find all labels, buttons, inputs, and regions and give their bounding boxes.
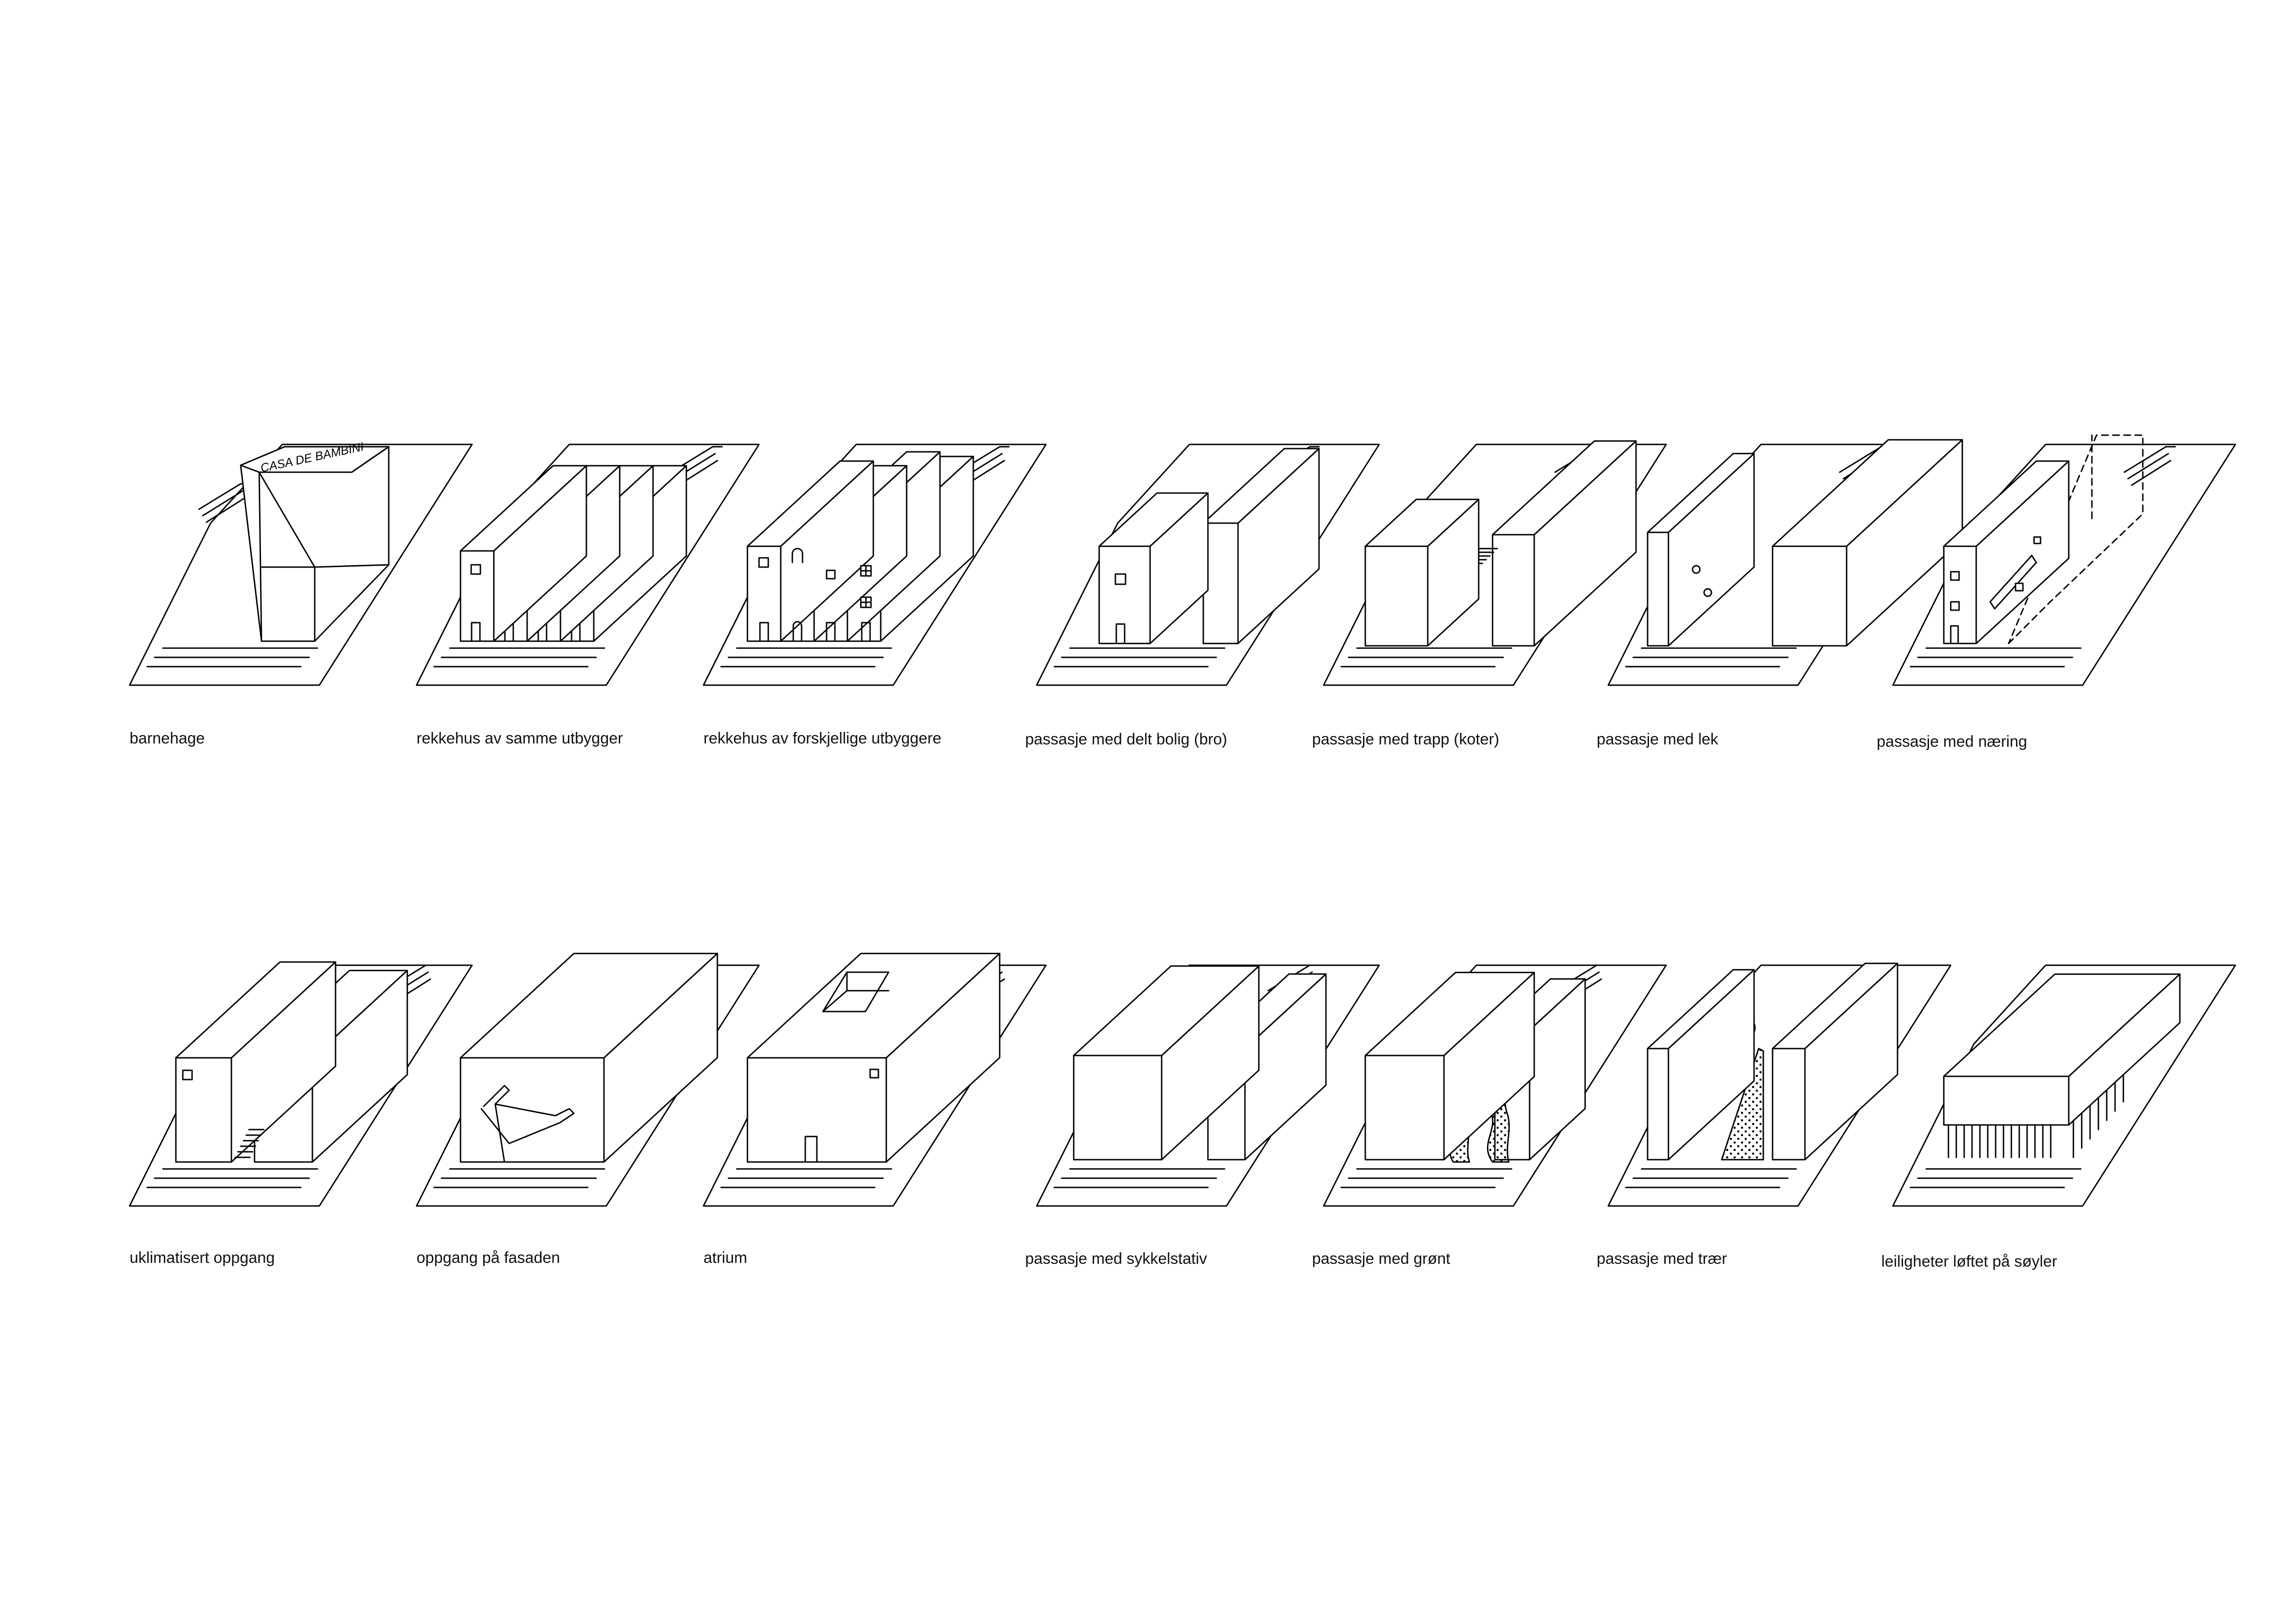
block-front-face <box>460 1057 605 1163</box>
block-front-face <box>1772 1048 1806 1161</box>
diagram-oppgang-fasaden <box>416 953 760 1207</box>
door <box>861 622 871 642</box>
caption-uklimatisert: uklimatisert oppgang <box>130 1249 275 1267</box>
door <box>791 548 803 563</box>
shop-sign <box>2015 582 2024 592</box>
door <box>826 622 836 642</box>
rear-strip <box>2123 446 2176 473</box>
shop-counter <box>1989 555 2037 610</box>
window <box>1114 573 1126 585</box>
block-front-face <box>175 1057 232 1163</box>
diagram-sykkelstativ <box>1036 964 1380 1207</box>
caption-rekkehus-forskjellige: rekkehus av forskjellige utbyggere <box>703 730 942 747</box>
caption-barnehage: barnehage <box>130 730 205 747</box>
child-figure-icon <box>1703 588 1712 597</box>
diagram-traer <box>1607 962 1952 1207</box>
rear-strip <box>2127 453 2169 480</box>
rear-strip <box>670 446 723 473</box>
atrium-opening <box>822 971 890 1012</box>
block-edge <box>351 446 390 473</box>
external-stair <box>483 1085 575 1124</box>
caption-passasje-bro: passasje med delt bolig (bro) <box>1025 731 1227 748</box>
window <box>869 1068 879 1079</box>
diagram-uklimatisert <box>129 961 473 1207</box>
diagram-rekkehus-forskjellige <box>703 443 1047 686</box>
block-front-face <box>1647 1048 1669 1161</box>
door <box>471 622 481 642</box>
block-front-face <box>1647 531 1669 647</box>
child-figure-icon <box>1692 565 1701 574</box>
window <box>182 1069 193 1081</box>
door <box>759 622 769 642</box>
caption-atrium: atrium <box>703 1249 747 1267</box>
caption-rekkehus-samme: rekkehus av samme utbygger <box>417 730 623 747</box>
caption-oppgang-fasaden: oppgang på fasaden <box>417 1249 560 1267</box>
door <box>792 621 803 642</box>
door <box>1950 625 1959 644</box>
block-front-face <box>1073 1055 1163 1161</box>
caption-passasje-naering: passasje med næring <box>1877 733 2028 750</box>
block-front-face <box>1364 545 1429 647</box>
block-front-face <box>1943 545 1977 644</box>
rear-strip <box>2131 460 2172 486</box>
caption-soyler: leiligheter løftet på søyler <box>1881 1253 2057 1270</box>
door <box>1115 623 1126 644</box>
caption-passasje-lek: passasje med lek <box>1597 731 1718 748</box>
diagram-passasje-bro <box>1036 443 1380 686</box>
external-stair <box>494 1103 505 1163</box>
external-stair <box>508 1122 561 1144</box>
door <box>804 1136 818 1163</box>
block-front-face <box>1492 534 1535 647</box>
block-edge <box>258 471 262 642</box>
window <box>470 564 481 575</box>
caption-traer: passasje med trær <box>1597 1250 1727 1268</box>
caption-sykkelstativ: passasje med sykkelstativ <box>1025 1250 1207 1268</box>
caption-passasje-trapp: passasje med trapp (koter) <box>1312 731 1500 748</box>
window <box>758 557 769 568</box>
block-front-face <box>1098 545 1151 644</box>
block-front-face <box>1772 545 1848 647</box>
caption-gront: passasje med grønt <box>1312 1250 1450 1268</box>
shop-sign <box>2033 536 2041 544</box>
dashed-outline <box>2008 434 2144 644</box>
window <box>1950 571 1960 581</box>
diagram-soyler <box>1892 964 2236 1207</box>
external-stair <box>480 1108 510 1144</box>
block-front-face <box>1943 1075 2070 1126</box>
window <box>1950 601 1960 611</box>
block-front-face <box>747 545 782 642</box>
block-front-face <box>747 1057 887 1163</box>
block-edge <box>258 471 316 568</box>
rear-strip <box>202 490 244 517</box>
diagram-atrium <box>703 953 1047 1207</box>
diagram-barnehage: CASA DE BAMBINI <box>129 439 473 686</box>
block-front-face <box>460 550 495 642</box>
window <box>826 569 836 580</box>
diagram-gront <box>1323 964 1667 1207</box>
diagram-passasje-lek <box>1607 439 1963 686</box>
block-front-face <box>1364 1055 1445 1161</box>
rear-strip <box>205 497 246 523</box>
diagram-rekkehus-samme <box>416 443 760 686</box>
diagram-passasje-naering <box>1892 434 2236 686</box>
diagram-passasje-trapp <box>1323 440 1667 686</box>
